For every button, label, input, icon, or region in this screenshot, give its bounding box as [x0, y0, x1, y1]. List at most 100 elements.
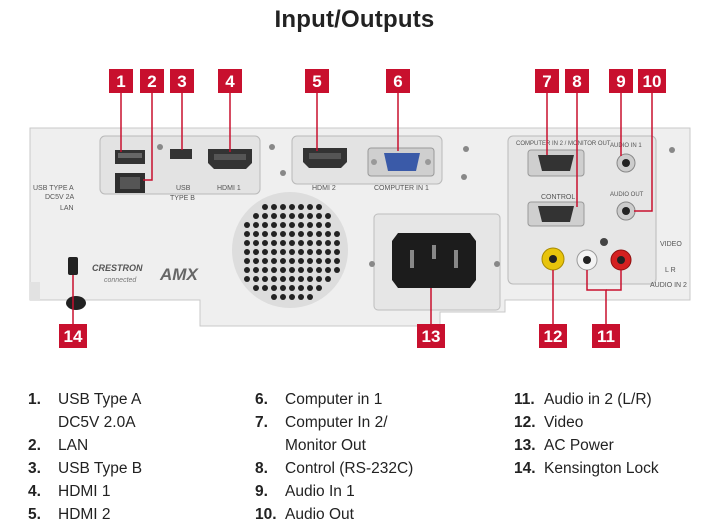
- grille-hole: [289, 249, 295, 255]
- grille-hole: [298, 258, 304, 264]
- grille-hole: [262, 258, 268, 264]
- projector-rear-panel: USB TYPE A DC5V 2A LAN USB TYPE B HDMI 1…: [29, 69, 691, 348]
- callout-13: 13: [417, 324, 445, 348]
- grille-hole: [253, 276, 259, 282]
- grille-hole: [298, 294, 304, 300]
- video-label: VIDEO: [660, 241, 682, 248]
- grille-hole: [244, 267, 250, 273]
- grille-hole: [262, 222, 268, 228]
- grille-hole: [262, 249, 268, 255]
- grille-hole: [271, 231, 277, 237]
- lr-label: L R: [665, 267, 676, 274]
- grille-hole: [307, 213, 313, 219]
- grille-hole: [253, 258, 259, 264]
- svg-text:2: 2: [147, 72, 156, 91]
- control-label: CONTROL: [541, 194, 575, 201]
- usb-b-label-2: TYPE B: [170, 195, 195, 202]
- grille-hole: [280, 267, 286, 273]
- legend-item: 6.Computer in 1: [255, 391, 383, 408]
- legend-column-1: 1.USB Type A DC5V 2.0A 2.LAN 3.USB Type …: [28, 388, 142, 526]
- grille-hole: [298, 276, 304, 282]
- usb-side-label-2: DC5V 2A: [45, 194, 75, 201]
- amx-logo: AMX: [159, 265, 199, 284]
- grille-hole: [280, 285, 286, 291]
- grille-hole: [253, 285, 259, 291]
- legend-item: 4.HDMI 1: [28, 483, 111, 500]
- grille-hole: [316, 213, 322, 219]
- audio-in1-label: AUDIO IN 1: [610, 143, 642, 149]
- grille-hole: [316, 204, 322, 210]
- grille-hole: [262, 240, 268, 246]
- usb-b-port: [170, 149, 192, 159]
- svg-text:8: 8: [572, 72, 581, 91]
- grille-hole: [316, 249, 322, 255]
- grille-hole: [298, 240, 304, 246]
- legend-column-2: 6.Computer in 1 7.Computer In 2/ Monitor…: [255, 388, 413, 526]
- crestron-logo: CRESTRON: [92, 263, 143, 273]
- grille-hole: [262, 276, 268, 282]
- callout-12: 12: [539, 324, 567, 348]
- grille-hole: [280, 276, 286, 282]
- grille-hole: [271, 222, 277, 228]
- grille-hole: [325, 213, 331, 219]
- svg-text:9: 9: [616, 72, 625, 91]
- audio-out-label: AUDIO OUT: [610, 192, 644, 198]
- grille-hole: [289, 258, 295, 264]
- svg-text:13: 13: [422, 327, 441, 346]
- callout-5: 5: [305, 69, 329, 93]
- grille-hole: [334, 249, 340, 255]
- grille-hole: [316, 240, 322, 246]
- legend-item: 10.Audio Out: [255, 506, 354, 523]
- grille-hole: [262, 231, 268, 237]
- grille-hole: [289, 285, 295, 291]
- grille-hole: [271, 276, 277, 282]
- grille-hole: [253, 222, 259, 228]
- grille-hole: [280, 204, 286, 210]
- grille-hole: [280, 240, 286, 246]
- grille-hole: [298, 222, 304, 228]
- grille-hole: [253, 213, 259, 219]
- grille-hole: [307, 204, 313, 210]
- callout-8: 8: [565, 69, 589, 93]
- grille-hole: [289, 231, 295, 237]
- lan-side-label: LAN: [60, 205, 74, 212]
- callout-14: 14: [59, 324, 87, 348]
- grille-hole: [307, 231, 313, 237]
- grille-hole: [316, 222, 322, 228]
- grille-hole: [307, 267, 313, 273]
- crestron-logo-sub: connected: [104, 277, 137, 284]
- grille-hole: [307, 249, 313, 255]
- computer-in1-label: COMPUTER IN 1: [374, 185, 429, 192]
- grille-hole: [334, 231, 340, 237]
- grille-hole: [307, 240, 313, 246]
- callout-7: 7: [535, 69, 559, 93]
- ac-power-inlet: [392, 233, 476, 288]
- grille-hole: [280, 249, 286, 255]
- hdmi1-label: HDMI 1: [217, 185, 241, 192]
- grille-hole: [271, 204, 277, 210]
- grille-hole: [289, 204, 295, 210]
- legend-item: 7.Computer In 2/: [255, 414, 388, 431]
- grille-hole: [316, 276, 322, 282]
- grille-hole: [271, 294, 277, 300]
- grille-hole: [307, 285, 313, 291]
- svg-text:5: 5: [312, 72, 321, 91]
- grille-hole: [271, 267, 277, 273]
- foot: [66, 296, 86, 310]
- grille-hole: [280, 222, 286, 228]
- svg-text:4: 4: [225, 72, 235, 91]
- legend-item: 8.Control (RS-232C): [255, 460, 414, 477]
- usb-side-label: USB TYPE A: [33, 185, 74, 192]
- grille-hole: [298, 231, 304, 237]
- grille-hole: [316, 258, 322, 264]
- grille-hole: [271, 240, 277, 246]
- legend-item: DC5V 2.0A: [58, 414, 136, 431]
- grille-hole: [253, 267, 259, 273]
- computer-in2-label: COMPUTER IN 2 / MONITOR OUT: [516, 141, 611, 147]
- grille-hole: [325, 267, 331, 273]
- legend-item: 2.LAN: [28, 437, 89, 454]
- callout-9: 9: [609, 69, 633, 93]
- usb-b-label: USB: [176, 185, 191, 192]
- grille-hole: [289, 240, 295, 246]
- grille-hole: [271, 213, 277, 219]
